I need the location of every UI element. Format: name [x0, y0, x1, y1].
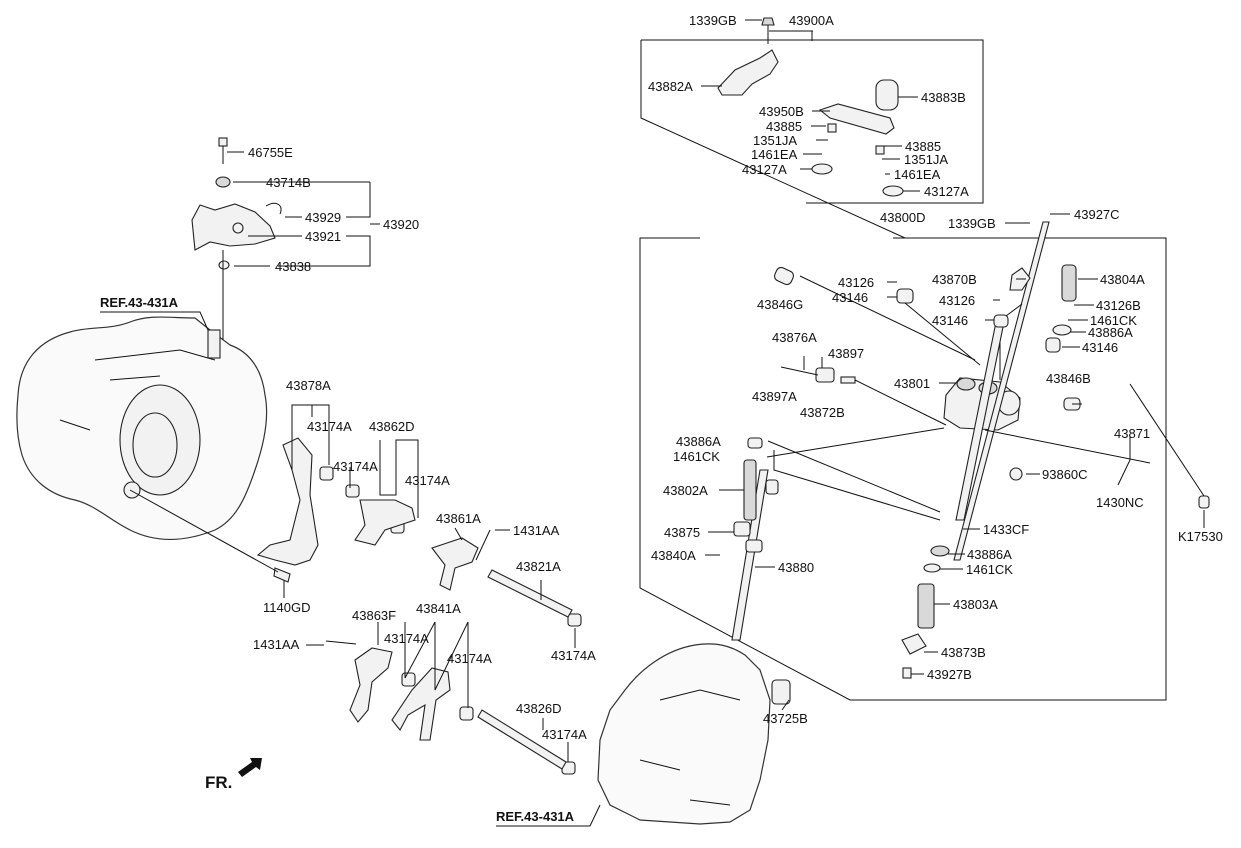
- label-43870B: 43870B: [932, 272, 977, 287]
- shift-fork-43861A: [431, 529, 491, 591]
- lever-assembly-43900A: [717, 17, 904, 197]
- label-43174A-1: 43174A: [307, 419, 352, 434]
- label-1433CF: 1433CF: [983, 522, 1029, 537]
- label-43846G: 43846G: [757, 297, 803, 312]
- label-43174A-6: 43174A: [447, 651, 492, 666]
- label-43803A: 43803A: [953, 597, 998, 612]
- label-43146-b: 43146: [932, 313, 968, 328]
- label-43127A-b: 43127A: [924, 184, 969, 199]
- label-1339GB-mid: 1339GB: [948, 216, 996, 231]
- bushings: [319, 466, 582, 775]
- label-43876A: 43876A: [772, 330, 817, 345]
- label-43880: 43880: [778, 560, 814, 575]
- label-43921: 43921: [305, 229, 341, 244]
- shift-bracket-assembly: [191, 137, 282, 340]
- shift-fork-43841A: [391, 667, 451, 741]
- label-43873B: 43873B: [941, 645, 986, 660]
- label-43714B: 43714B: [266, 175, 311, 190]
- label-43174A-5: 43174A: [384, 631, 429, 646]
- label-43872B: 43872B: [800, 405, 845, 420]
- label-1430NC: 1430NC: [1096, 495, 1144, 510]
- label-1431AA: 1431AA: [513, 523, 560, 538]
- label-43871: 43871: [1114, 426, 1150, 441]
- label-43929: 43929: [305, 210, 341, 225]
- label-43886A-c: 43886A: [967, 547, 1012, 562]
- label-43174A-3: 43174A: [405, 473, 450, 488]
- label-43838: 43838: [275, 259, 311, 274]
- leader-lines: [100, 19, 1205, 827]
- label-43927B: 43927B: [927, 667, 972, 682]
- front-direction-arrow: [238, 758, 262, 777]
- label-1140GD: 1140GD: [263, 600, 310, 615]
- label-43886A: 43886A: [1088, 325, 1133, 340]
- label-43885-b: 43885: [905, 139, 941, 154]
- label-43725B: 43725B: [763, 711, 808, 726]
- part-labels: 1339GB 43900A 43882A 43883B 43950B 43885…: [100, 13, 1223, 824]
- label-1461CK-b: 1461CK: [673, 449, 720, 464]
- shift-fork-43878A: [256, 437, 319, 566]
- label-43126: 43126: [838, 275, 874, 290]
- label-43863F: 43863F: [352, 608, 396, 623]
- label-43146-c: 43146: [1082, 340, 1118, 355]
- label-43174A-4: 43174A: [551, 648, 596, 663]
- label-43802A: 43802A: [663, 483, 708, 498]
- label-43861A: 43861A: [436, 511, 481, 526]
- label-43897A: 43897A: [752, 389, 797, 404]
- label-43804A: 43804A: [1100, 272, 1145, 287]
- label-1461EA-b: 1461EA: [894, 167, 941, 182]
- label-43878A: 43878A: [286, 378, 331, 393]
- label-1461CK: 1461CK: [1090, 313, 1137, 328]
- label-43826D: 43826D: [516, 701, 562, 716]
- label-43875: 43875: [664, 525, 700, 540]
- shift-rail-43821A: [487, 569, 573, 618]
- label-43146: 43146: [832, 290, 868, 305]
- label-43883B: 43883B: [921, 90, 966, 105]
- label-43950B: 43950B: [759, 104, 804, 119]
- label-43821A: 43821A: [516, 559, 561, 574]
- label-43862D: 43862D: [369, 419, 415, 434]
- label-43886A-b: 43886A: [676, 434, 721, 449]
- label-43846B: 43846B: [1046, 371, 1091, 386]
- frame-43800D: [639, 237, 1167, 701]
- ref-label-bottom: REF.43-431A: [496, 809, 575, 824]
- label-43127A: 43127A: [742, 162, 787, 177]
- label-43801: 43801: [894, 376, 930, 391]
- shafts: [731, 221, 1050, 641]
- label-43800D: 43800D: [880, 210, 926, 225]
- label-43885: 43885: [766, 119, 802, 134]
- ref-label-top: REF.43-431A: [100, 295, 179, 310]
- label-46755E: 46755E: [248, 145, 293, 160]
- shift-fork-43862D: [354, 499, 416, 546]
- label-1351JA-b: 1351JA: [904, 152, 948, 167]
- label-43126B: 43126B: [1096, 298, 1141, 313]
- label-43174A-7: 43174A: [542, 727, 587, 742]
- front-label: FR.: [205, 773, 232, 792]
- transmission-case-left: [16, 316, 268, 540]
- label-1461EA: 1461EA: [751, 147, 798, 162]
- shift-fork-43863F: [325, 640, 393, 723]
- label-43897: 43897: [828, 346, 864, 361]
- label-43927C: 43927C: [1074, 207, 1120, 222]
- label-1339GB: 1339GB: [689, 13, 737, 28]
- label-K17530: K17530: [1178, 529, 1223, 544]
- label-1431AA-b: 1431AA: [253, 637, 300, 652]
- transmission-case-bottom: [597, 643, 791, 825]
- shift-rail-43826D: [477, 709, 567, 770]
- bolt-1140GD: [129, 489, 291, 583]
- label-43900A: 43900A: [789, 13, 834, 28]
- label-1461CK-c: 1461CK: [966, 562, 1013, 577]
- label-43841A: 43841A: [416, 601, 461, 616]
- label-43840A: 43840A: [651, 548, 696, 563]
- label-43126-b: 43126: [939, 293, 975, 308]
- label-43174A-2: 43174A: [333, 459, 378, 474]
- label-93860C: 93860C: [1042, 467, 1088, 482]
- label-1351JA: 1351JA: [753, 133, 797, 148]
- label-43920: 43920: [383, 217, 419, 232]
- label-43882A: 43882A: [648, 79, 693, 94]
